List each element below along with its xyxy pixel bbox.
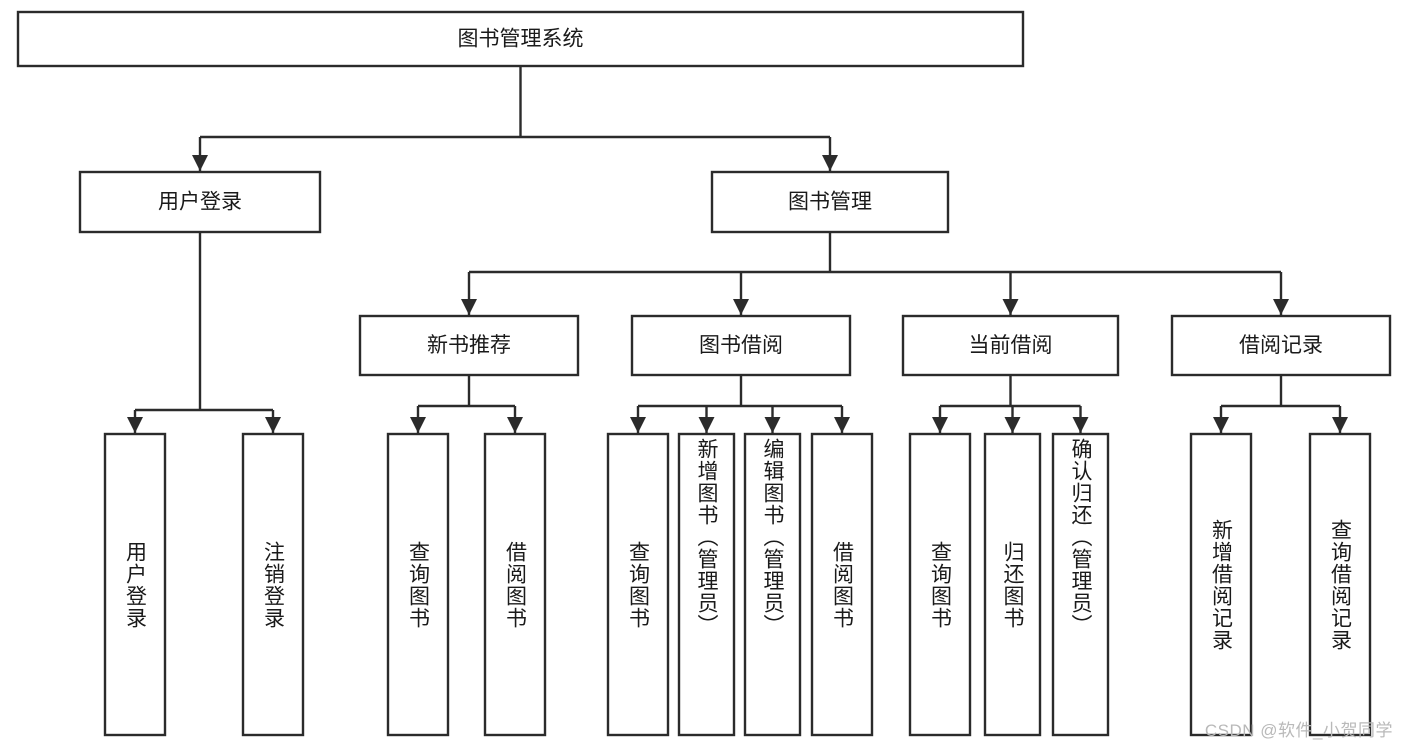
node-leaf-query-record[interactable] <box>1308 432 1372 737</box>
arrow-head-icon <box>1273 299 1289 315</box>
arrow-head-icon <box>630 417 646 433</box>
arrow-head-icon <box>698 417 715 433</box>
node-current-borrow[interactable] <box>901 314 1120 377</box>
node-boxes-layer <box>16 10 1392 737</box>
arrow-head-icon <box>822 155 838 171</box>
arrow-head-icon <box>507 417 523 433</box>
arrow-head-icon <box>192 155 208 171</box>
node-leaf-borrow-book-rec[interactable] <box>483 432 547 737</box>
arrow-head-icon <box>1332 417 1348 433</box>
arrow-head-icon <box>1002 299 1019 315</box>
node-label-book-manage: 图书管理 <box>788 191 872 214</box>
arrow-head-icon <box>932 417 948 433</box>
node-book-manage[interactable] <box>710 170 950 234</box>
node-leaf-add-record[interactable] <box>1189 432 1253 737</box>
node-leaf-logout[interactable] <box>241 432 305 737</box>
arrow-head-icon <box>265 417 281 433</box>
node-leaf-borrow-book[interactable] <box>810 432 874 737</box>
arrow-head-icon <box>733 299 749 315</box>
arrow-head-icon <box>764 417 781 433</box>
connector-lines-layer <box>127 66 1348 433</box>
node-leaf-confirm-return[interactable] <box>1051 432 1110 737</box>
csdn-watermark: CSDN @软件_小贺同学 <box>1204 721 1393 740</box>
node-label-user-login: 用户登录 <box>158 191 242 214</box>
node-leaf-query-book-borrow[interactable] <box>606 432 670 737</box>
node-leaf-query-book-cur[interactable] <box>908 432 972 737</box>
node-user-login[interactable] <box>78 170 322 234</box>
arrow-head-icon <box>1213 417 1229 433</box>
node-borrow-record[interactable] <box>1170 314 1392 377</box>
node-label-current-borrow: 当前借阅 <box>969 334 1053 357</box>
arrow-head-icon <box>127 417 143 433</box>
arrow-head-icon <box>461 299 477 315</box>
node-new-book-rec[interactable] <box>358 314 580 377</box>
node-book-borrow[interactable] <box>630 314 852 377</box>
node-label-borrow-record: 借阅记录 <box>1239 334 1323 357</box>
node-label-book-borrow: 图书借阅 <box>699 334 783 357</box>
arrow-head-icon <box>1072 417 1089 433</box>
node-leaf-return-book[interactable] <box>983 432 1042 737</box>
node-root[interactable] <box>16 10 1025 68</box>
node-leaf-user-login[interactable] <box>103 432 167 737</box>
node-label-root: 图书管理系统 <box>458 28 584 51</box>
node-leaf-edit-book[interactable] <box>743 432 802 737</box>
node-leaf-query-book-rec[interactable] <box>386 432 450 737</box>
arrow-head-icon <box>834 417 850 433</box>
node-leaf-add-book[interactable] <box>677 432 736 737</box>
arrow-head-icon <box>410 417 426 433</box>
arrow-head-icon <box>1004 417 1021 433</box>
node-label-new-book-rec: 新书推荐 <box>427 334 511 357</box>
